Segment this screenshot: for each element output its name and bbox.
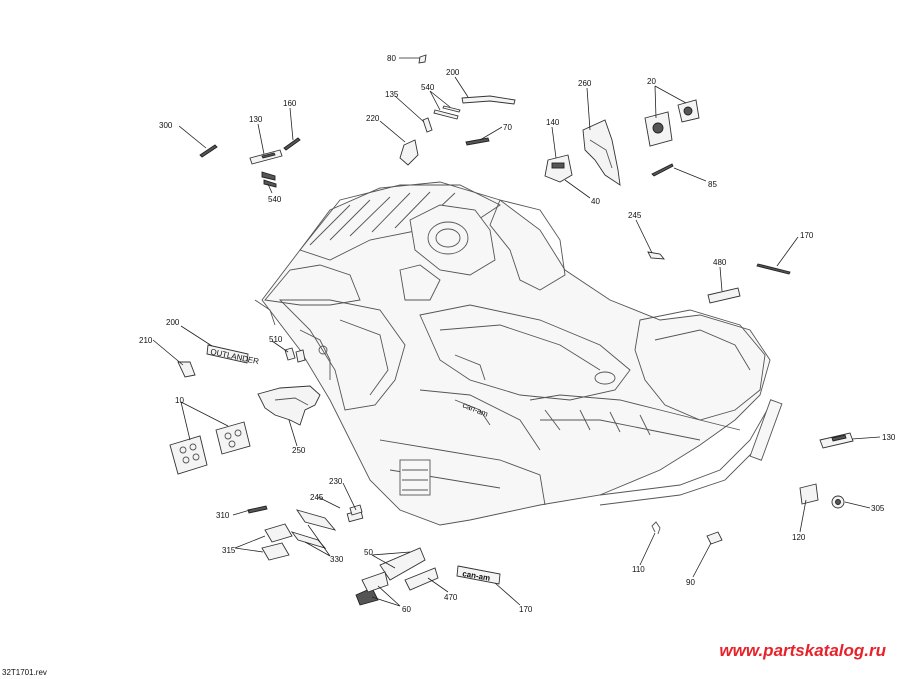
callout-540-left: 540 — [268, 195, 282, 204]
callout-245-right: 245 — [628, 211, 642, 220]
callout-160: 160 — [283, 99, 297, 108]
atv-body: can-am — [254, 181, 783, 526]
part-540-left — [261, 171, 276, 181]
callout-260: 260 — [578, 79, 592, 88]
callout-220: 220 — [366, 114, 380, 123]
part-510-a — [284, 347, 296, 361]
part-220 — [399, 139, 419, 166]
part-85 — [651, 163, 674, 177]
part-510-b — [295, 349, 306, 363]
part-60-b — [361, 571, 389, 593]
part-210 — [177, 361, 196, 378]
callout-200-top: 200 — [446, 68, 460, 77]
part-300 — [199, 144, 218, 158]
part-330-a — [295, 509, 337, 531]
part-170-canam — [456, 565, 501, 585]
callout-10: 10 — [175, 396, 184, 405]
part-10-a — [169, 435, 208, 475]
callout-70: 70 — [503, 123, 512, 132]
part-130-right-stripe — [831, 434, 847, 442]
callout-110: 110 — [632, 565, 645, 574]
part-245-right — [647, 251, 665, 260]
part-140-label — [551, 162, 565, 169]
callout-540-top: 540 — [421, 83, 435, 92]
part-310 — [247, 505, 268, 514]
part-50 — [379, 547, 426, 581]
callout-130-top: 130 — [249, 115, 263, 124]
outlander-decal-text: OUTLANDER — [210, 347, 260, 366]
callout-120: 120 — [792, 533, 806, 542]
part-20-a-dial — [652, 122, 664, 134]
part-200-outlander — [206, 344, 249, 364]
callout-300: 300 — [159, 121, 173, 130]
part-90 — [706, 531, 723, 545]
watermark-text: www.partskatalog.ru — [719, 641, 886, 660]
part-140 — [544, 154, 573, 183]
part-540-top — [433, 109, 459, 120]
part-10-b — [215, 421, 251, 455]
part-315-b — [261, 542, 290, 561]
part-480 — [707, 287, 741, 304]
drawing-reference: 32T1701.rev — [2, 668, 47, 677]
part-160 — [283, 137, 301, 151]
callout-20: 20 — [647, 77, 656, 86]
callout-140: 140 — [546, 118, 560, 127]
callout-85: 85 — [708, 180, 717, 189]
callout-170-bottom: 170 — [519, 605, 533, 614]
callout-170-right: 170 — [800, 231, 814, 240]
decal-parts: OUTLANDER — [169, 54, 854, 606]
callout-210: 210 — [139, 336, 153, 345]
part-130-top-stripe — [261, 152, 276, 159]
part-120 — [799, 483, 819, 505]
callout-50: 50 — [364, 548, 373, 557]
callout-245-left: 245 — [310, 493, 324, 502]
callout-90: 90 — [686, 578, 695, 587]
callout-135: 135 — [385, 90, 399, 99]
callout-470: 470 — [444, 593, 458, 602]
part-470 — [404, 567, 439, 591]
callout-510: 510 — [269, 335, 283, 344]
part-250 — [257, 385, 321, 426]
callout-315: 315 — [222, 546, 236, 555]
callout-numbers: 80 200 135 540 260 20 160 130 300 220 70… — [139, 54, 896, 614]
callout-250: 250 — [292, 446, 306, 455]
part-540-left-b — [263, 179, 277, 188]
callout-305: 305 — [871, 504, 885, 513]
leader-lines — [152, 57, 881, 607]
part-80 — [418, 54, 427, 64]
part-200-top — [461, 95, 516, 105]
callout-200-outlander: 200 — [166, 318, 180, 327]
part-70 — [465, 137, 490, 146]
callout-60: 60 — [402, 605, 411, 614]
part-170-right — [756, 263, 791, 275]
part-540-top-b — [442, 105, 461, 113]
callout-40: 40 — [591, 197, 600, 206]
part-110 — [651, 521, 661, 535]
callout-330: 330 — [330, 555, 344, 564]
callout-230: 230 — [329, 477, 343, 486]
callout-310: 310 — [216, 511, 230, 520]
part-260 — [582, 119, 621, 186]
callout-480: 480 — [713, 258, 727, 267]
callout-80: 80 — [387, 54, 396, 63]
part-315-a — [264, 523, 293, 543]
part-135 — [422, 117, 433, 133]
part-305-center — [835, 499, 841, 505]
callout-130-right: 130 — [882, 433, 896, 442]
part-330-b — [290, 531, 327, 549]
part-20-b-dial — [683, 106, 693, 116]
